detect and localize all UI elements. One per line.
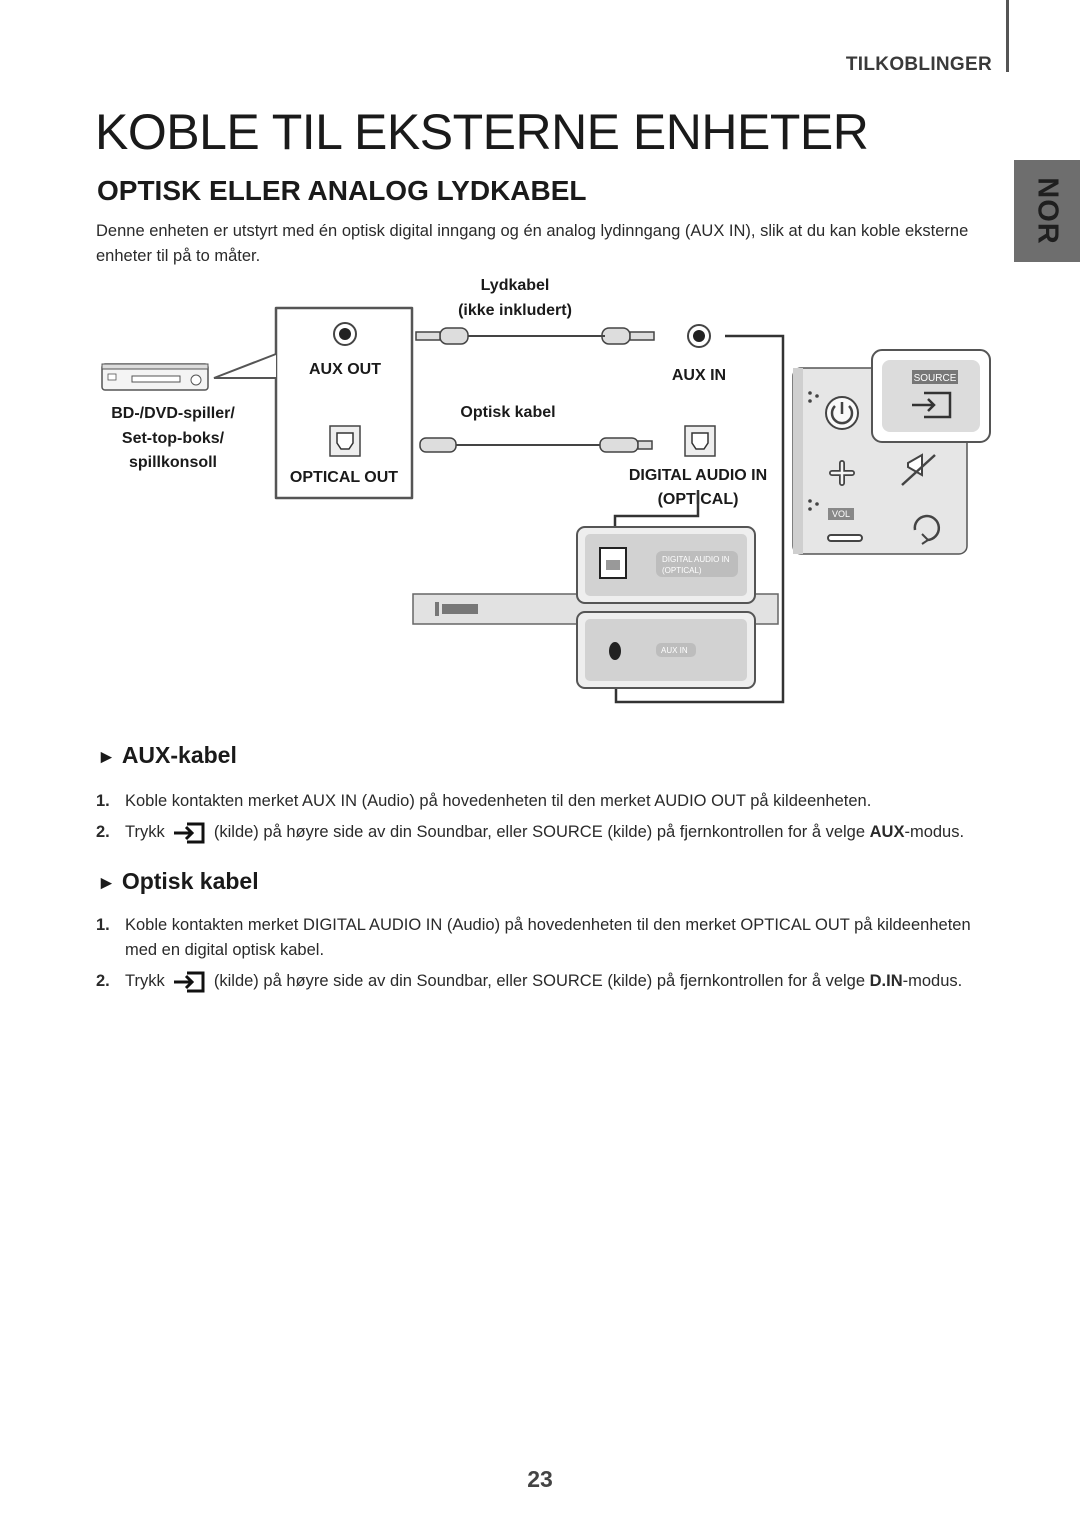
step-text: Trykk <box>125 972 170 990</box>
language-tab-label: NOR <box>1031 177 1064 245</box>
aux-in-label: AUX IN <box>672 367 726 384</box>
source-icon <box>912 391 952 419</box>
step-text: Trykk <box>125 823 170 841</box>
aux-cable-note: (ikke inkludert) <box>458 302 572 319</box>
language-tab: NOR <box>1014 160 1080 262</box>
step-text: på hovedenheten til den merket <box>500 916 741 934</box>
aux-out-label: AUX OUT <box>309 361 381 378</box>
aux-cable-heading: ►AUX-kabel <box>97 742 237 769</box>
step-number: 2. <box>96 823 110 841</box>
vol-label: VOL <box>832 509 850 519</box>
step-text: på kildeenheten. <box>745 792 872 810</box>
step-text: Koble kontakten merket <box>125 792 303 810</box>
optical-cable-label: Optisk kabel <box>460 404 555 421</box>
triangle-bullet-icon: ► <box>97 873 116 894</box>
step-number: 1. <box>96 916 110 934</box>
aux-cable-label: Lydkabel <box>481 277 550 294</box>
source-device-line-3: spillkonsoll <box>129 454 217 471</box>
aux-port-panel <box>576 611 756 689</box>
step-number: 1. <box>96 792 110 810</box>
source-ports-callout <box>213 306 414 500</box>
optical-cable <box>419 437 653 453</box>
page-number: 23 <box>527 1466 553 1492</box>
optical-port-panel <box>576 526 756 604</box>
aux-in-jack-icon <box>687 324 711 348</box>
source-device-line-1: BD-/DVD-spiller/ <box>111 405 235 422</box>
port-digital-label: DIGITAL AUDIO IN <box>662 555 730 564</box>
step-text: (kilde) på fjernkontrollen for å velge <box>602 823 870 841</box>
optical-out-label: OPTICAL OUT <box>290 469 398 486</box>
step-text: -modus. <box>902 972 963 990</box>
dvd-player-icon <box>101 363 209 391</box>
step-term: DIGITAL AUDIO IN (Audio) <box>302 916 501 934</box>
step-text: (kilde) på høyre side av din Soundbar, e… <box>209 972 533 990</box>
optical-cable-heading-text: Optisk kabel <box>121 868 259 894</box>
aux-cable <box>415 327 655 345</box>
step-term: SOURCE <box>532 823 603 841</box>
source-device-line-2: Set-top-boks/ <box>122 430 225 447</box>
step-term: D.IN <box>869 972 903 990</box>
step-text: -modus. <box>904 823 965 841</box>
digital-audio-in-label: DIGITAL AUDIO IN <box>629 467 767 484</box>
step-text: på kildeenheten med en digital optisk ka… <box>125 916 971 959</box>
panel-source-label: SOURCE <box>914 373 957 384</box>
port-aux-label: AUX IN <box>661 646 688 655</box>
step-term: AUDIO OUT <box>654 792 746 810</box>
step-term: OPTICAL OUT <box>740 916 850 934</box>
step-text: (kilde) på høyre side av din Soundbar, e… <box>209 823 533 841</box>
step-text: (kilde) på fjernkontrollen for å velge <box>602 972 870 990</box>
section-title: OPTISK ELLER ANALOG LYDKABEL <box>97 175 587 206</box>
port-digital-note: (OPTICAL) <box>662 566 702 575</box>
step-text: (Audio) på hovedenheten til den merket <box>357 792 655 810</box>
step-number: 2. <box>96 972 110 990</box>
optical-in-jack-icon <box>684 425 716 457</box>
step-text: Koble kontakten merket <box>125 916 303 934</box>
source-icon <box>174 971 205 993</box>
source-icon <box>174 822 205 844</box>
triangle-bullet-icon: ► <box>97 747 116 768</box>
source-button-callout <box>871 349 991 443</box>
optical-cable-heading: ►Optisk kabel <box>97 868 259 895</box>
section-header: TILKOBLINGER <box>845 54 992 75</box>
step-term: SOURCE <box>532 972 603 990</box>
step-term: AUX IN <box>302 792 358 810</box>
connection-diagram: Lydkabel (ikke inkludert) Optisk kabel B… <box>101 277 991 704</box>
aux-cable-heading-text: AUX-kabel <box>121 742 237 768</box>
header-rule <box>1006 0 1009 72</box>
step-term: AUX <box>869 823 905 841</box>
intro-paragraph: Denne enheten er utstyrt med én optisk d… <box>96 222 969 265</box>
page-title: KOBLE TIL EKSTERNE ENHETER <box>95 104 869 160</box>
